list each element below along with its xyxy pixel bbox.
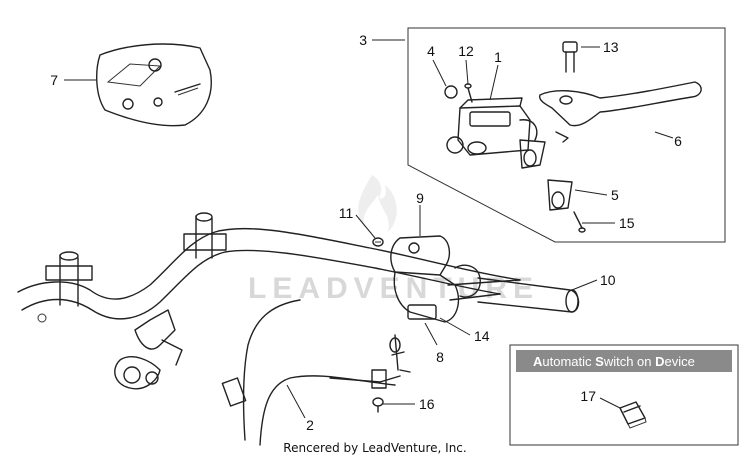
callout-10: 10 [600,272,616,288]
callout-17: 17 [580,388,596,404]
inset-header [516,350,732,372]
leader-lines [64,39,674,419]
footer-credit: Rencered by LeadVenture, Inc. [283,441,466,455]
part-13-bolt [562,41,578,73]
callout-15: 15 [619,215,635,231]
assembly-frame-3 [407,27,726,243]
callout-8: 8 [436,349,444,365]
part-14-switch-button [407,304,437,320]
part-6-lever [538,81,702,143]
part-15-screw [573,211,586,233]
inset-title-evice: evice [665,354,695,369]
part-7-reservoir-plate [96,43,212,127]
handlebar [17,212,521,390]
callout-13: 13 [603,39,619,55]
inset-title-d: D [655,354,664,369]
part-5-clamp [519,139,573,211]
inset-title: Automatic Switch on Device [533,354,695,369]
part-17-switch-device [619,401,647,429]
callout-4: 4 [427,43,435,59]
watermark-text: LEADVENTURE [248,272,539,305]
part-11-screw [372,237,384,247]
callout-12: 12 [458,43,474,59]
inset-box-17 [509,344,739,446]
callout-3: 3 [359,32,367,48]
part-9-switch-housing [390,235,521,323]
part-16-screw [372,397,384,413]
callout-7: 7 [50,72,58,88]
inset-title-utomatic: utomatic [542,354,595,369]
part-2-cable [221,299,411,446]
callout-9: 9 [416,190,424,206]
part-4-cap [444,85,458,99]
inset-title-s: S [595,354,604,369]
callout-11: 11 [339,205,354,221]
callout-6: 6 [674,133,682,149]
part-1-master-cylinder [446,97,538,156]
leadventure-flame-logo [358,175,397,232]
callout-2: 2 [306,417,314,433]
callout-1: 1 [494,49,502,65]
inset-title-witch-on: witch on [603,354,655,369]
callout-5: 5 [611,187,619,203]
callout-16: 16 [419,396,435,412]
inset-title-a: A [533,354,543,369]
callout-14: 14 [474,328,490,344]
callout-numbers: 7 3 4 12 1 13 6 5 15 11 9 10 14 8 2 16 1… [50,32,682,433]
